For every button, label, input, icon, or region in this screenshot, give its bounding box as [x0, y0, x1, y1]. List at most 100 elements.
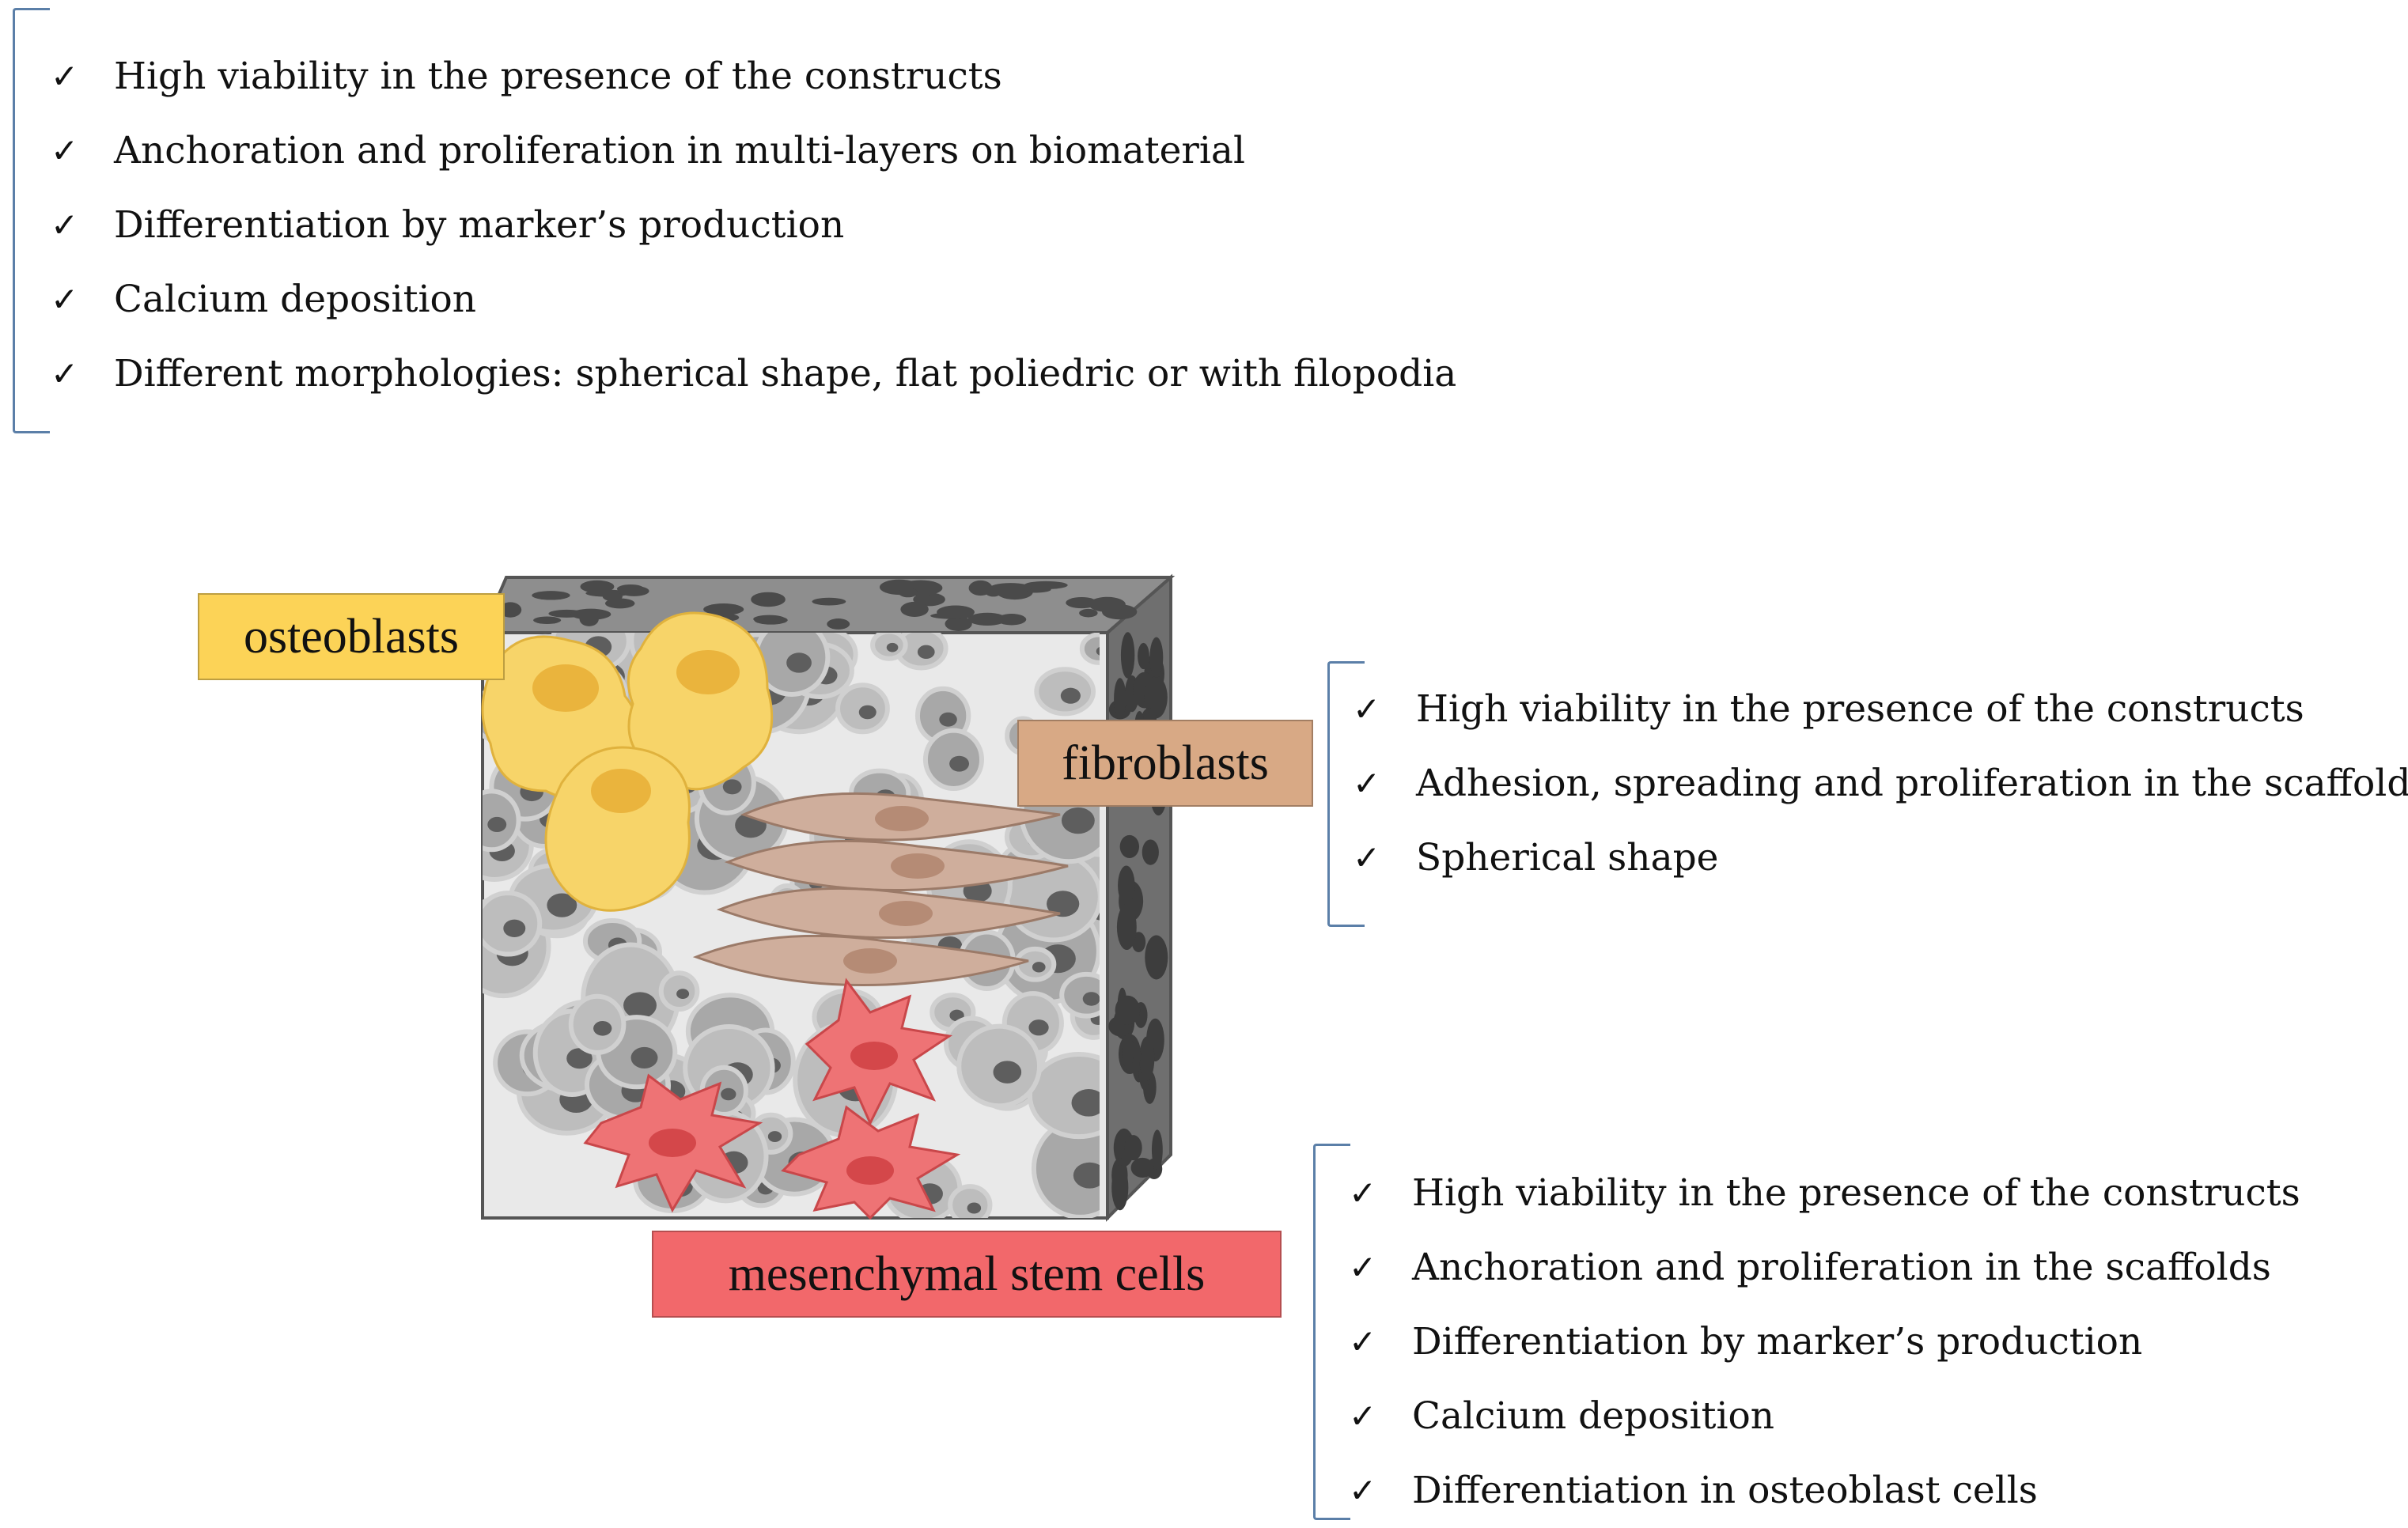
scaffold-pore-hole — [566, 1048, 593, 1069]
scaffold-top-pore — [703, 603, 744, 615]
list-item-text: High viability in the presence of the co… — [1412, 1171, 2300, 1215]
scaffold-top-pore — [751, 592, 786, 607]
checkmark-icon: ✓ — [51, 206, 79, 244]
scaffold-pore-hole — [1073, 1162, 1100, 1189]
list-item-text: High viability in the presence of the co… — [114, 55, 1002, 98]
msc-nucleus — [850, 1042, 898, 1070]
list-item-text: Anchoration and proliferation in the sca… — [1412, 1246, 2271, 1289]
fibroblast-nucleus — [875, 806, 929, 831]
scaffold-pore-hole — [939, 712, 957, 727]
scaffold-pore-hole — [1082, 992, 1100, 1006]
scaffold-pore-hole — [721, 1087, 736, 1101]
checkmark-icon: ✓ — [1349, 1322, 1377, 1361]
scaffold-pore-hole — [886, 642, 899, 652]
scaffold-illustration — [479, 573, 1176, 1222]
scaffold-top-pore — [533, 616, 562, 624]
scaffold-top-pore — [900, 601, 929, 617]
osteoblast-nucleus — [591, 769, 651, 813]
fibroblasts-label: fibroblasts — [1017, 720, 1313, 807]
scaffold-pore-hole — [993, 1061, 1022, 1084]
checkmark-icon: ✓ — [51, 57, 79, 96]
scaffold-pore-hole — [786, 652, 812, 673]
scaffold-side-pore — [1139, 1036, 1155, 1081]
scaffold-top-pore — [827, 618, 850, 630]
scaffold-top-pore — [499, 602, 522, 618]
scaffold-top-pore — [967, 612, 1007, 626]
scaffold-top-pore — [619, 585, 649, 596]
scaffold-side-pore — [1120, 632, 1135, 679]
list-item-text: Differentiation in osteoblast cells — [1412, 1469, 2038, 1512]
checkmark-icon: ✓ — [1353, 838, 1381, 877]
list-item-text: Differentiation by marker’s production — [114, 203, 845, 247]
scaffold-pore-hole — [593, 1020, 612, 1036]
checkmark-icon: ✓ — [1353, 764, 1381, 803]
scaffold-pore-hole — [967, 1202, 982, 1214]
scaffold-side-pore — [1145, 935, 1168, 980]
checkmark-icon: ✓ — [51, 131, 79, 170]
scaffold-top-pore — [812, 597, 846, 606]
scaffold-side-pore — [1119, 834, 1140, 858]
list-item-text: Calcium deposition — [1412, 1394, 1775, 1438]
scaffold-pore-hole — [1047, 891, 1080, 917]
scaffold-side-pore — [1142, 839, 1159, 865]
scaffold-pore-hole — [1032, 962, 1046, 973]
msc-nucleus — [846, 1156, 894, 1185]
scaffold-side-pore — [1115, 995, 1141, 1025]
fibroblast-nucleus — [879, 901, 933, 926]
checkmark-icon: ✓ — [1349, 1248, 1377, 1287]
osteoblasts-label: osteoblasts — [198, 593, 505, 680]
scaffold-side-pore — [1149, 637, 1164, 678]
scaffold-pore-hole — [547, 893, 577, 917]
scaffold-top-pores — [499, 579, 1138, 631]
scaffold-side-pore — [1144, 675, 1168, 719]
scaffold-pore-hole — [503, 919, 526, 937]
scaffold-side-pore — [1138, 642, 1149, 670]
scaffold-pore-hole — [949, 755, 970, 772]
fibroblast-cells — [692, 792, 1069, 987]
scaffold-pore-hole — [1096, 646, 1100, 656]
scaffold-top-pore — [754, 615, 788, 625]
scaffold-side-pore — [1116, 904, 1137, 951]
scaffold-pore-hole — [767, 1131, 782, 1142]
list-item-text: Calcium deposition — [114, 278, 477, 321]
checkmark-icon: ✓ — [1349, 1397, 1377, 1435]
checkmark-icon: ✓ — [51, 354, 79, 393]
msc-cells — [583, 978, 961, 1220]
scaffold-pore-hole — [623, 992, 657, 1019]
scaffold-top-pore — [570, 608, 611, 620]
list-item-text: Differentiation by marker’s production — [1412, 1320, 2143, 1363]
osteoblast-cell — [544, 746, 691, 912]
list-item-text: Different morphologies: spherical shape,… — [114, 352, 1457, 395]
msc-label: mesenchymal stem cells — [652, 1231, 1282, 1318]
scaffold-pore-hole — [722, 779, 742, 795]
scaffold-side-pore — [1114, 678, 1126, 720]
checkmark-icon: ✓ — [1353, 690, 1381, 728]
scaffold-pore-hole — [1060, 687, 1081, 704]
fibroblast-nucleus — [891, 853, 945, 879]
scaffold-pore-hole — [1061, 807, 1095, 834]
scaffold-top-pore — [532, 591, 570, 600]
msc-nucleus — [649, 1129, 696, 1157]
scaffold-side-pore — [1130, 1157, 1154, 1178]
osteoblast-nucleus — [532, 664, 599, 712]
osteoblast-cell — [627, 611, 774, 791]
scaffold-pore-hole — [1071, 1089, 1100, 1117]
scaffold-pore-hole — [858, 705, 876, 720]
scaffold-side-pore — [1122, 1034, 1134, 1070]
list-item-text: Spherical shape — [1416, 836, 1719, 879]
scaffold-top-pore — [1024, 581, 1068, 589]
scaffold-pore-hole — [676, 989, 690, 999]
scaffold-side-pore — [1151, 1129, 1163, 1171]
scaffold-side-pore — [1111, 1164, 1129, 1211]
scaffold-pore-hole — [630, 1046, 658, 1069]
scaffold-side-pore — [1124, 1135, 1142, 1161]
scaffold-top-pore — [604, 598, 635, 609]
scaffold-pore-hole — [1028, 1019, 1049, 1036]
scaffold-top-pore — [937, 605, 975, 619]
checkmark-icon: ✓ — [1349, 1174, 1377, 1212]
scaffold-pore-hole — [487, 816, 507, 833]
osteoblast-cells — [481, 611, 774, 912]
fibroblast-nucleus — [843, 948, 897, 974]
list-item-text: Adhesion, spreading and proliferation in… — [1416, 762, 2408, 805]
list-item-text: High viability in the presence of the co… — [1416, 687, 2304, 731]
